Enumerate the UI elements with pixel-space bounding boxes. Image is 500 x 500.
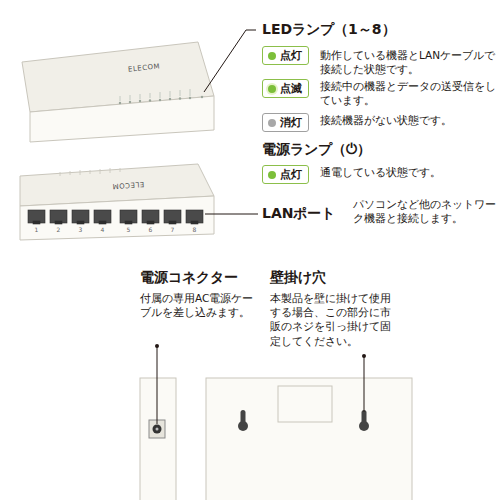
callout-title: 壁掛け穴 [270, 268, 326, 286]
callout-text: 通電している状態です。 [320, 165, 496, 179]
port-number: 6 [146, 226, 156, 234]
port-number: 7 [168, 226, 178, 234]
callout-text: 付属の専用AC電源ケーブルを差し込みます。 [140, 291, 258, 319]
status-badge: 点滅 [262, 79, 309, 98]
lan-port [120, 210, 137, 223]
lan-port [28, 210, 45, 223]
badge-text: 点滅 [280, 81, 302, 96]
badge-text: 点灯 [280, 167, 302, 182]
port-number: 1 [32, 226, 42, 234]
callout-text: 接続中の機器とデータの送受信をしています。 [320, 79, 496, 107]
lan-port [50, 210, 67, 223]
port-number: 3 [76, 226, 86, 234]
lan-port [72, 210, 89, 223]
callout-text: 本製品を壁に掛けて使用する場合、この部分に市販のネジを引っ掛けて固定してください… [270, 291, 398, 348]
callout-text: パソコンなど他のネットワーク機器と接続します。 [353, 197, 496, 225]
led-dot [268, 52, 276, 60]
port-number: 8 [190, 226, 200, 234]
callout-title: LEDランプ（1～8） [262, 20, 396, 38]
badge-text: 消灯 [280, 115, 302, 130]
callout-title: LANポート [262, 204, 335, 222]
badge-text: 点灯 [280, 48, 302, 63]
port-number: 2 [54, 226, 64, 234]
status-badge: 消灯 [262, 113, 309, 132]
callout-title: 電源ランプ（⏻） [262, 140, 371, 158]
port-number: 4 [98, 226, 108, 234]
status-badge: 点灯 [262, 46, 309, 65]
led-dot [268, 85, 276, 93]
lan-port [186, 210, 203, 223]
led-dot [268, 171, 276, 179]
led-dot [268, 119, 276, 127]
lan-port [142, 210, 159, 223]
callout-text: 接続機器がない状態です。 [320, 113, 496, 127]
callout-title: 電源コネクター [140, 268, 238, 286]
lan-port [164, 210, 181, 223]
port-number: 5 [124, 226, 134, 234]
lan-port [94, 210, 111, 223]
status-badge: 点灯 [262, 165, 309, 184]
callout-text: 動作している機器とLANケーブルで接続した状態です。 [320, 48, 496, 76]
